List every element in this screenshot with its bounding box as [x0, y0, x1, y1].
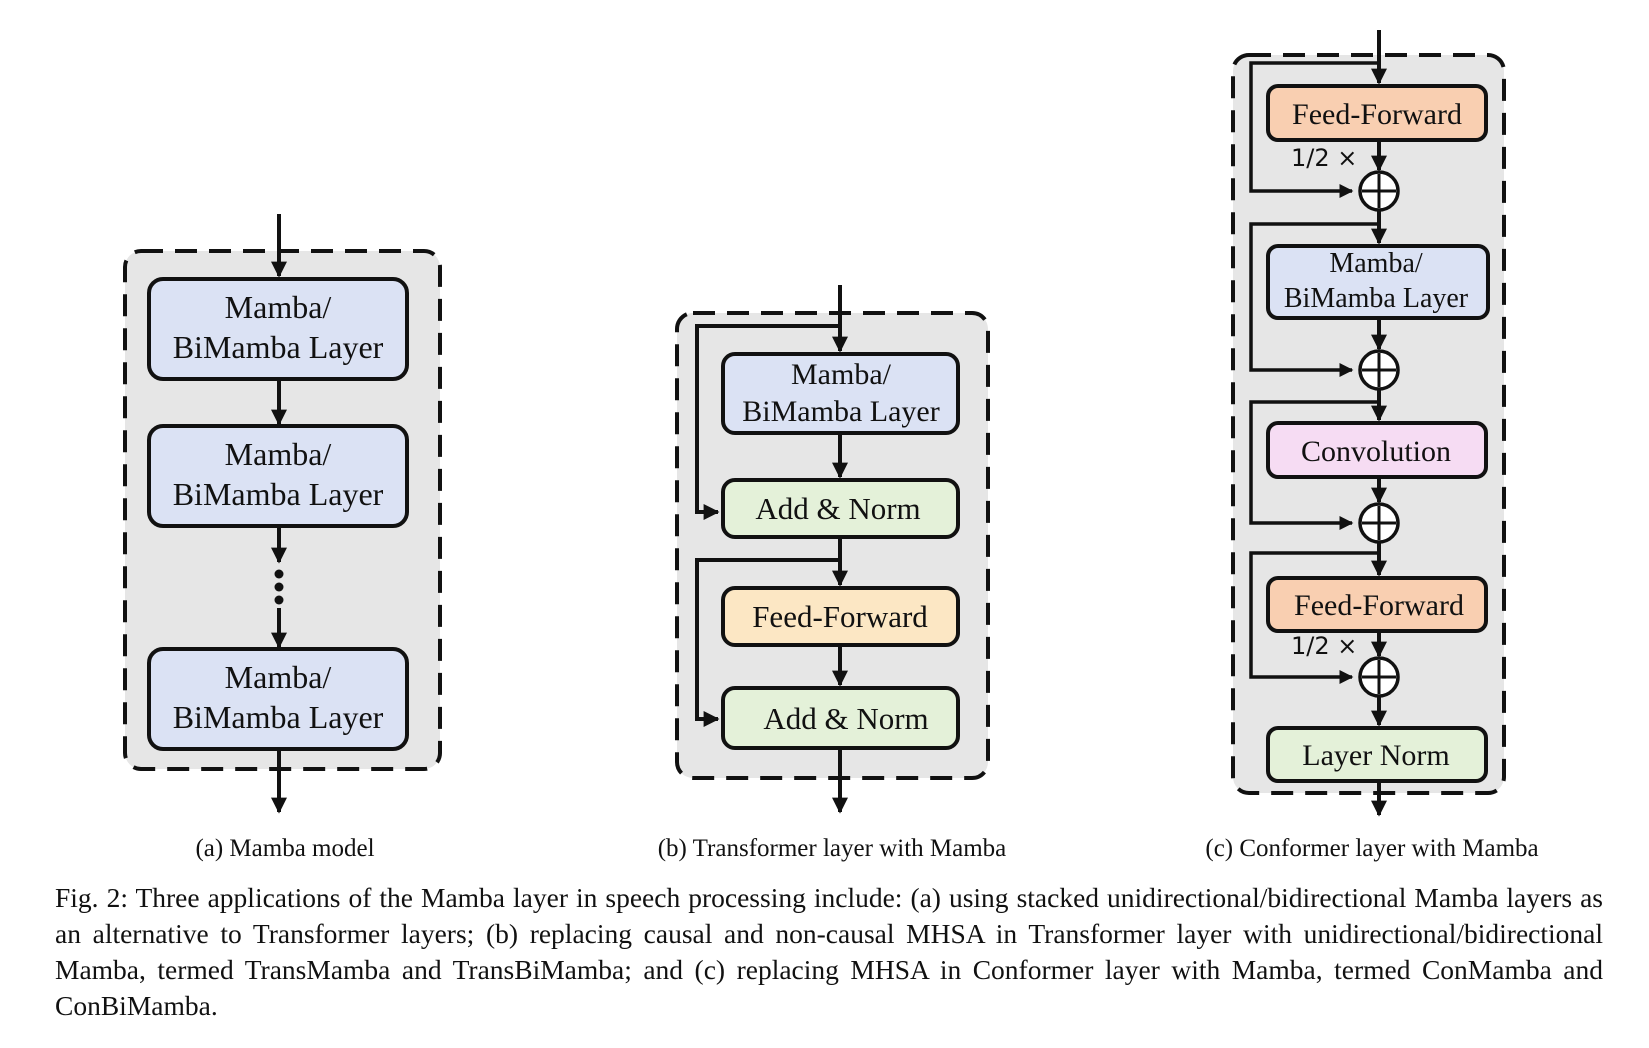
- panel-b-feed-forward: Feed-Forward: [721, 586, 960, 647]
- block-label-line2: BiMamba Layer: [1284, 283, 1469, 314]
- add-norm-label: Add & Norm: [763, 701, 928, 736]
- panel-c-scale-label-1: 1/2 ×: [1291, 144, 1357, 172]
- block-label-line1: Mamba/: [225, 659, 332, 695]
- panel-c-residual-3: [1249, 400, 1379, 530]
- panel-c-residual-2: [1249, 222, 1379, 377]
- block-label-line2: BiMamba Layer: [173, 476, 384, 512]
- panel-c-residual-1: [1249, 61, 1379, 198]
- panel-c-sum-node-2: [1358, 349, 1400, 391]
- panel-c-sum-node-3: [1358, 502, 1400, 544]
- panel-a-mamba-block-3: Mamba/ BiMamba Layer: [147, 647, 409, 751]
- panel-a-ellipsis-arrow: [271, 526, 287, 649]
- panel-a-caption: (a) Mamba model: [195, 835, 374, 862]
- panel-c-layer-norm: Layer Norm: [1266, 726, 1488, 783]
- block-label-line2: BiMamba Layer: [173, 329, 384, 365]
- panel-b-residual-2: [695, 558, 840, 727]
- panel-c: Feed-Forward 1/2 × Mamba/ BiMamba Layer …: [1205, 30, 1539, 862]
- block-label-line2: BiMamba Layer: [173, 699, 384, 735]
- panel-c-feed-forward-2: Feed-Forward: [1266, 576, 1488, 633]
- panel-c-convolution-block: Convolution: [1266, 421, 1488, 479]
- panel-b-residual-1: [695, 324, 840, 520]
- panel-c-residual-4: [1249, 551, 1379, 684]
- feed-forward-label: Feed-Forward: [1294, 589, 1464, 622]
- panel-c-sum-node-1: [1358, 170, 1400, 212]
- panel-b: Mamba/ BiMamba Layer Add & Norm Feed-For…: [658, 285, 1007, 862]
- panel-b-add-norm-1: Add & Norm: [721, 478, 960, 539]
- panel-a-mamba-block-1: Mamba/ BiMamba Layer: [147, 277, 409, 381]
- panel-c-caption: (c) Conformer layer with Mamba: [1205, 835, 1538, 862]
- block-label-line1: Mamba/: [225, 289, 332, 325]
- block-label-line2: BiMamba Layer: [742, 395, 939, 428]
- figure-diagram: Mamba/ BiMamba Layer Mamba/ BiMamba Laye…: [123, 30, 1539, 862]
- panel-c-mamba-block: Mamba/ BiMamba Layer: [1266, 244, 1490, 320]
- panel-c-scale-label-2: 1/2 ×: [1291, 632, 1357, 660]
- figure-caption: Fig. 2: Three applications of the Mamba …: [55, 882, 1603, 1021]
- convolution-label: Convolution: [1301, 435, 1451, 468]
- panel-b-add-norm-2: Add & Norm: [721, 686, 960, 750]
- feed-forward-label: Feed-Forward: [752, 599, 928, 634]
- block-label-line1: Mamba/: [225, 436, 332, 472]
- layer-norm-label: Layer Norm: [1302, 739, 1449, 772]
- panel-b-caption: (b) Transformer layer with Mamba: [658, 835, 1007, 862]
- panel-b-mamba-block: Mamba/ BiMamba Layer: [721, 352, 960, 435]
- add-norm-label: Add & Norm: [755, 491, 920, 526]
- feed-forward-label: Feed-Forward: [1292, 98, 1462, 131]
- block-label-line1: Mamba/: [791, 358, 892, 391]
- block-label-line1: Mamba/: [1329, 248, 1423, 279]
- panel-c-feed-forward-1: Feed-Forward: [1266, 84, 1488, 142]
- panel-c-sum-node-4: [1358, 656, 1400, 698]
- panel-a: Mamba/ BiMamba Layer Mamba/ BiMamba Laye…: [123, 214, 442, 862]
- panel-a-mamba-block-2: Mamba/ BiMamba Layer: [147, 424, 409, 528]
